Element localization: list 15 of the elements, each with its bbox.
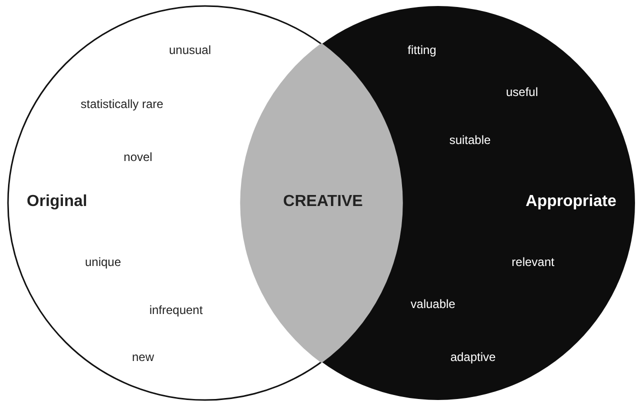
term-label: valuable — [410, 296, 456, 313]
term-label: novel — [124, 149, 152, 166]
set-heading: Appropriate — [526, 192, 616, 212]
term-label: unique — [84, 254, 122, 271]
term-label: new — [132, 349, 154, 366]
term-label: fitting — [408, 42, 436, 59]
term-label: infrequent — [149, 302, 203, 319]
set-heading: CREATIVE — [283, 192, 363, 212]
term-label: unusual — [168, 42, 212, 59]
term-label: relevant — [512, 254, 554, 271]
term-label: useful — [506, 84, 538, 101]
term-label: adaptive — [450, 349, 496, 366]
set-heading: Original — [26, 192, 88, 212]
term-label: suitable — [449, 132, 491, 149]
term-label: statistically rare — [80, 96, 164, 113]
